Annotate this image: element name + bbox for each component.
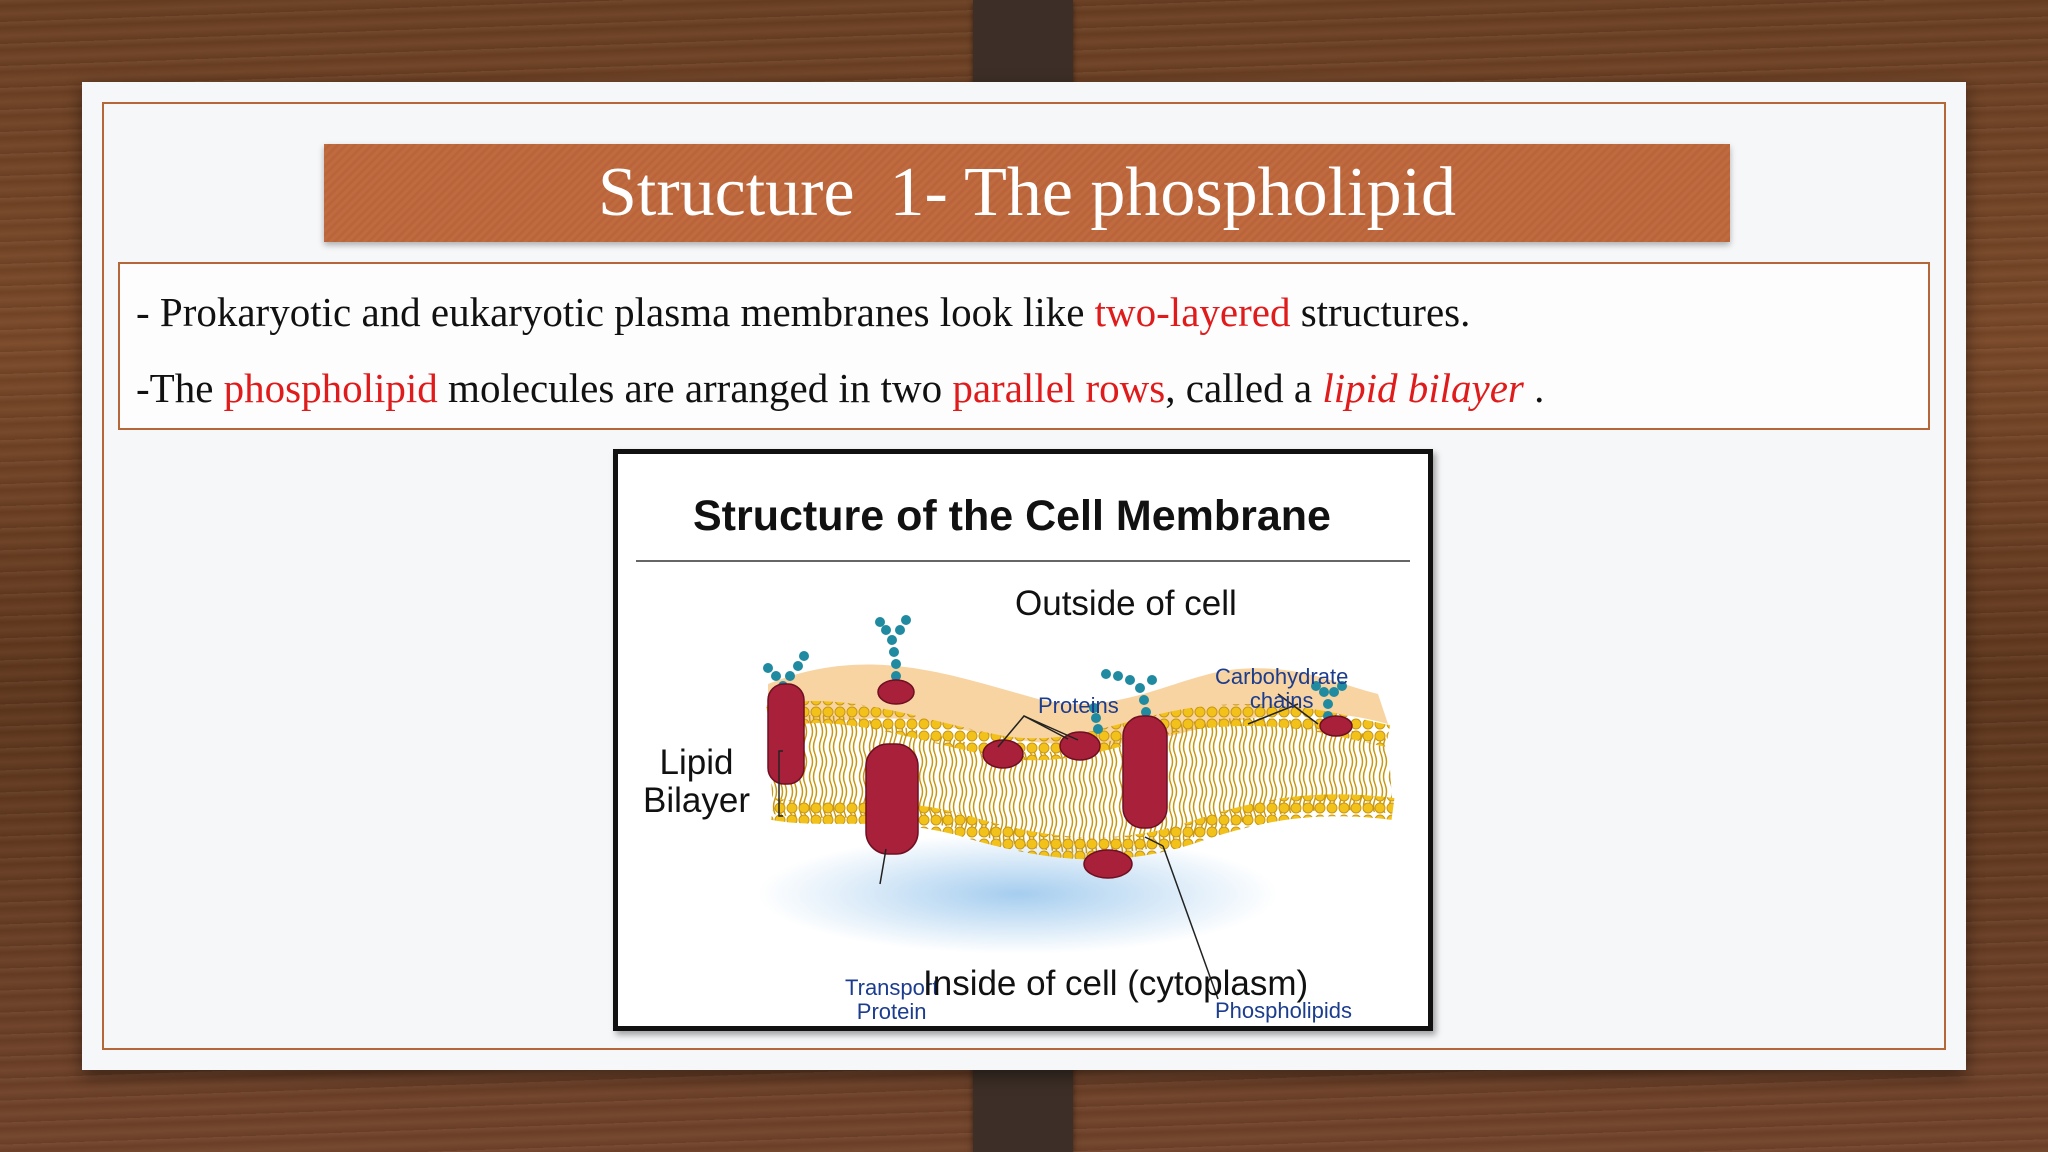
bullet-text-box: - Prokaryotic and eukaryotic plasma memb… <box>118 262 1930 430</box>
proteins-label: Proteins <box>1038 693 1119 718</box>
slide-frame <box>102 102 1946 1050</box>
membrane-illustration <box>758 615 1395 1000</box>
phospholipids-label: Phospholipids <box>1215 998 1352 1023</box>
carbohydrate-chains-label: Carbohydrate chains <box>1215 664 1349 713</box>
cytoplasm-glow <box>758 834 1278 954</box>
highlight-lipid-bilayer: lipid bilayer <box>1322 365 1524 411</box>
highlight-phospholipid: phospholipid <box>223 365 438 411</box>
slide-card: Structure 1- The phospholipid - Prokaryo… <box>82 82 1966 1070</box>
inside-cell-label: Inside of cell (cytoplasm) <box>923 964 1309 1003</box>
slide-title: Structure 1- The phospholipid <box>324 144 1730 242</box>
outside-cell-label: Outside of cell <box>1015 584 1237 623</box>
cell-membrane-figure: Structure of the Cell Membrane Outside o… <box>613 449 1433 1031</box>
bullet-line-2: -The phospholipid molecules are arranged… <box>136 365 1545 411</box>
lipid-bilayer-label: Lipid Bilayer <box>643 743 750 820</box>
inner-head-row <box>771 794 1395 860</box>
highlight-two-layered: two-layered <box>1094 289 1291 335</box>
membrane-proteins <box>767 679 1353 879</box>
bullet-line-1: - Prokaryotic and eukaryotic plasma memb… <box>136 289 1471 335</box>
transport-protein-label: Transport Protein <box>845 975 939 1024</box>
highlight-parallel-rows: parallel rows <box>952 365 1166 411</box>
membrane-top-surface <box>768 664 1388 745</box>
label-leader-lines <box>778 693 1319 1000</box>
figure-divider <box>636 560 1410 562</box>
figure-title: Structure of the Cell Membrane <box>693 492 1331 540</box>
